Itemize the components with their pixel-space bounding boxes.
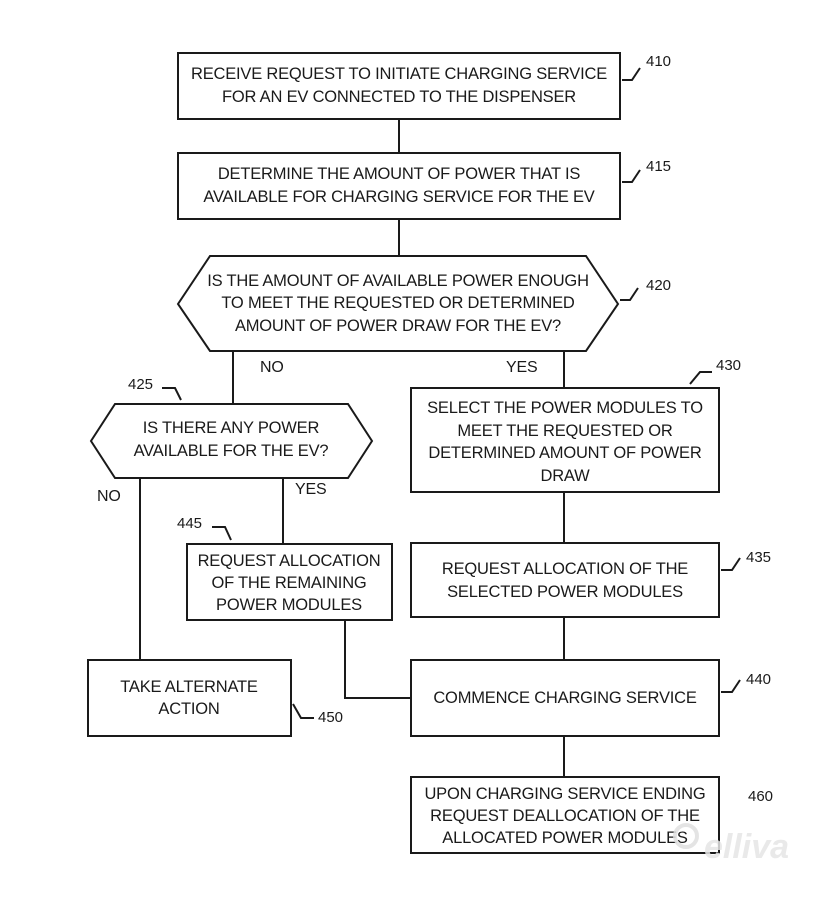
ref-425: 425 <box>128 376 153 393</box>
step-460-line-3: ALLOCATED POWER MODULES <box>442 829 688 847</box>
watermark-logo-icon <box>673 823 699 849</box>
ref-430: 430 <box>716 357 741 374</box>
step-410-line-1: RECEIVE REQUEST TO INITIATE CHARGING SER… <box>191 65 607 83</box>
ref-leader-450 <box>292 703 314 719</box>
step-410-line-2: FOR AN EV CONNECTED TO THE DISPENSER <box>222 88 576 106</box>
step-430-box <box>410 387 720 493</box>
ref-leader-415 <box>622 169 641 183</box>
ref-445: 445 <box>177 515 202 532</box>
step-415-line-1: DETERMINE THE AMOUNT OF POWER THAT IS <box>218 165 581 183</box>
step-415-line-2: AVAILABLE FOR CHARGING SERVICE FOR THE E… <box>203 188 594 206</box>
step-450-box <box>87 659 292 737</box>
branch-420-no: NO <box>260 359 284 376</box>
ref-leader-440 <box>721 679 741 693</box>
step-460-box <box>410 776 720 854</box>
step-450: TAKE ALTERNATE ACTION 450 <box>87 659 343 737</box>
connector-445-440 <box>344 620 411 699</box>
ref-440: 440 <box>746 671 771 688</box>
decision-425-line-1: IS THERE ANY POWER <box>143 419 320 437</box>
step-430-line-4: DRAW <box>541 467 591 485</box>
branch-420-yes: YES <box>506 359 537 376</box>
branch-425-no: NO <box>97 488 121 505</box>
step-410: RECEIVE REQUEST TO INITIATE CHARGING SER… <box>177 52 671 120</box>
step-440: COMMENCE CHARGING SERVICE 440 <box>410 659 771 737</box>
step-460-line-2: REQUEST DEALLOCATION OF THE <box>430 807 700 825</box>
ref-420: 420 <box>646 277 671 294</box>
connectors <box>139 119 565 777</box>
step-445: REQUEST ALLOCATION OF THE REMAINING POWE… <box>177 515 393 621</box>
decision-425: IS THERE ANY POWER AVAILABLE FOR THE EV?… <box>89 376 374 505</box>
step-430-line-3: DETERMINED AMOUNT OF POWER <box>428 444 701 462</box>
ref-460: 460 <box>748 788 773 805</box>
ref-410: 410 <box>646 53 671 70</box>
step-450-line-1: TAKE ALTERNATE <box>120 678 258 696</box>
step-410-box <box>177 52 621 120</box>
ref-435: 435 <box>746 549 771 566</box>
ref-leader-410 <box>622 67 641 81</box>
decision-420-shape <box>176 255 620 352</box>
step-460: UPON CHARGING SERVICE ENDING REQUEST DEA… <box>410 776 773 854</box>
step-440-line-1: COMMENCE CHARGING SERVICE <box>433 689 697 707</box>
ref-leader-435 <box>721 557 741 571</box>
step-440-box <box>410 659 720 737</box>
step-435-line-2: SELECTED POWER MODULES <box>447 583 683 601</box>
step-435-line-1: REQUEST ALLOCATION OF THE <box>442 560 688 578</box>
decision-420-line-1: IS THE AMOUNT OF AVAILABLE POWER ENOUGH <box>207 272 589 290</box>
decision-425-shape <box>89 403 374 479</box>
step-450-line-2: ACTION <box>158 700 219 718</box>
step-445-line-3: POWER MODULES <box>216 596 362 614</box>
step-445-line-2: OF THE REMAINING <box>211 574 366 592</box>
ref-leader-430 <box>689 371 712 385</box>
watermark-text: elliva <box>704 828 789 866</box>
step-430-line-2: MEET THE REQUESTED OR <box>457 422 673 440</box>
step-435-box <box>410 542 720 618</box>
decision-420: IS THE AMOUNT OF AVAILABLE POWER ENOUGH … <box>176 255 671 376</box>
ref-450: 450 <box>318 709 343 726</box>
step-430-line-1: SELECT THE POWER MODULES TO <box>427 399 703 417</box>
step-445-line-1: REQUEST ALLOCATION <box>198 552 381 570</box>
watermark: elliva <box>673 823 789 866</box>
step-415-box <box>177 152 621 220</box>
decision-420-line-2: TO MEET THE REQUESTED OR DETERMINED <box>221 294 575 312</box>
decision-425-line-2: AVAILABLE FOR THE EV? <box>134 442 329 460</box>
step-435: REQUEST ALLOCATION OF THE SELECTED POWER… <box>410 542 771 618</box>
ref-leader-445 <box>212 526 232 541</box>
ref-leader-425 <box>162 387 182 401</box>
step-430: SELECT THE POWER MODULES TO MEET THE REQ… <box>410 357 741 493</box>
step-460-line-1: UPON CHARGING SERVICE ENDING <box>424 785 705 803</box>
ref-leader-420 <box>620 287 639 301</box>
step-445-box <box>186 543 393 621</box>
ref-415: 415 <box>646 158 671 175</box>
branch-425-yes: YES <box>295 481 326 498</box>
decision-420-line-3: AMOUNT OF POWER DRAW FOR THE EV? <box>235 317 561 335</box>
step-415: DETERMINE THE AMOUNT OF POWER THAT IS AV… <box>177 152 671 220</box>
